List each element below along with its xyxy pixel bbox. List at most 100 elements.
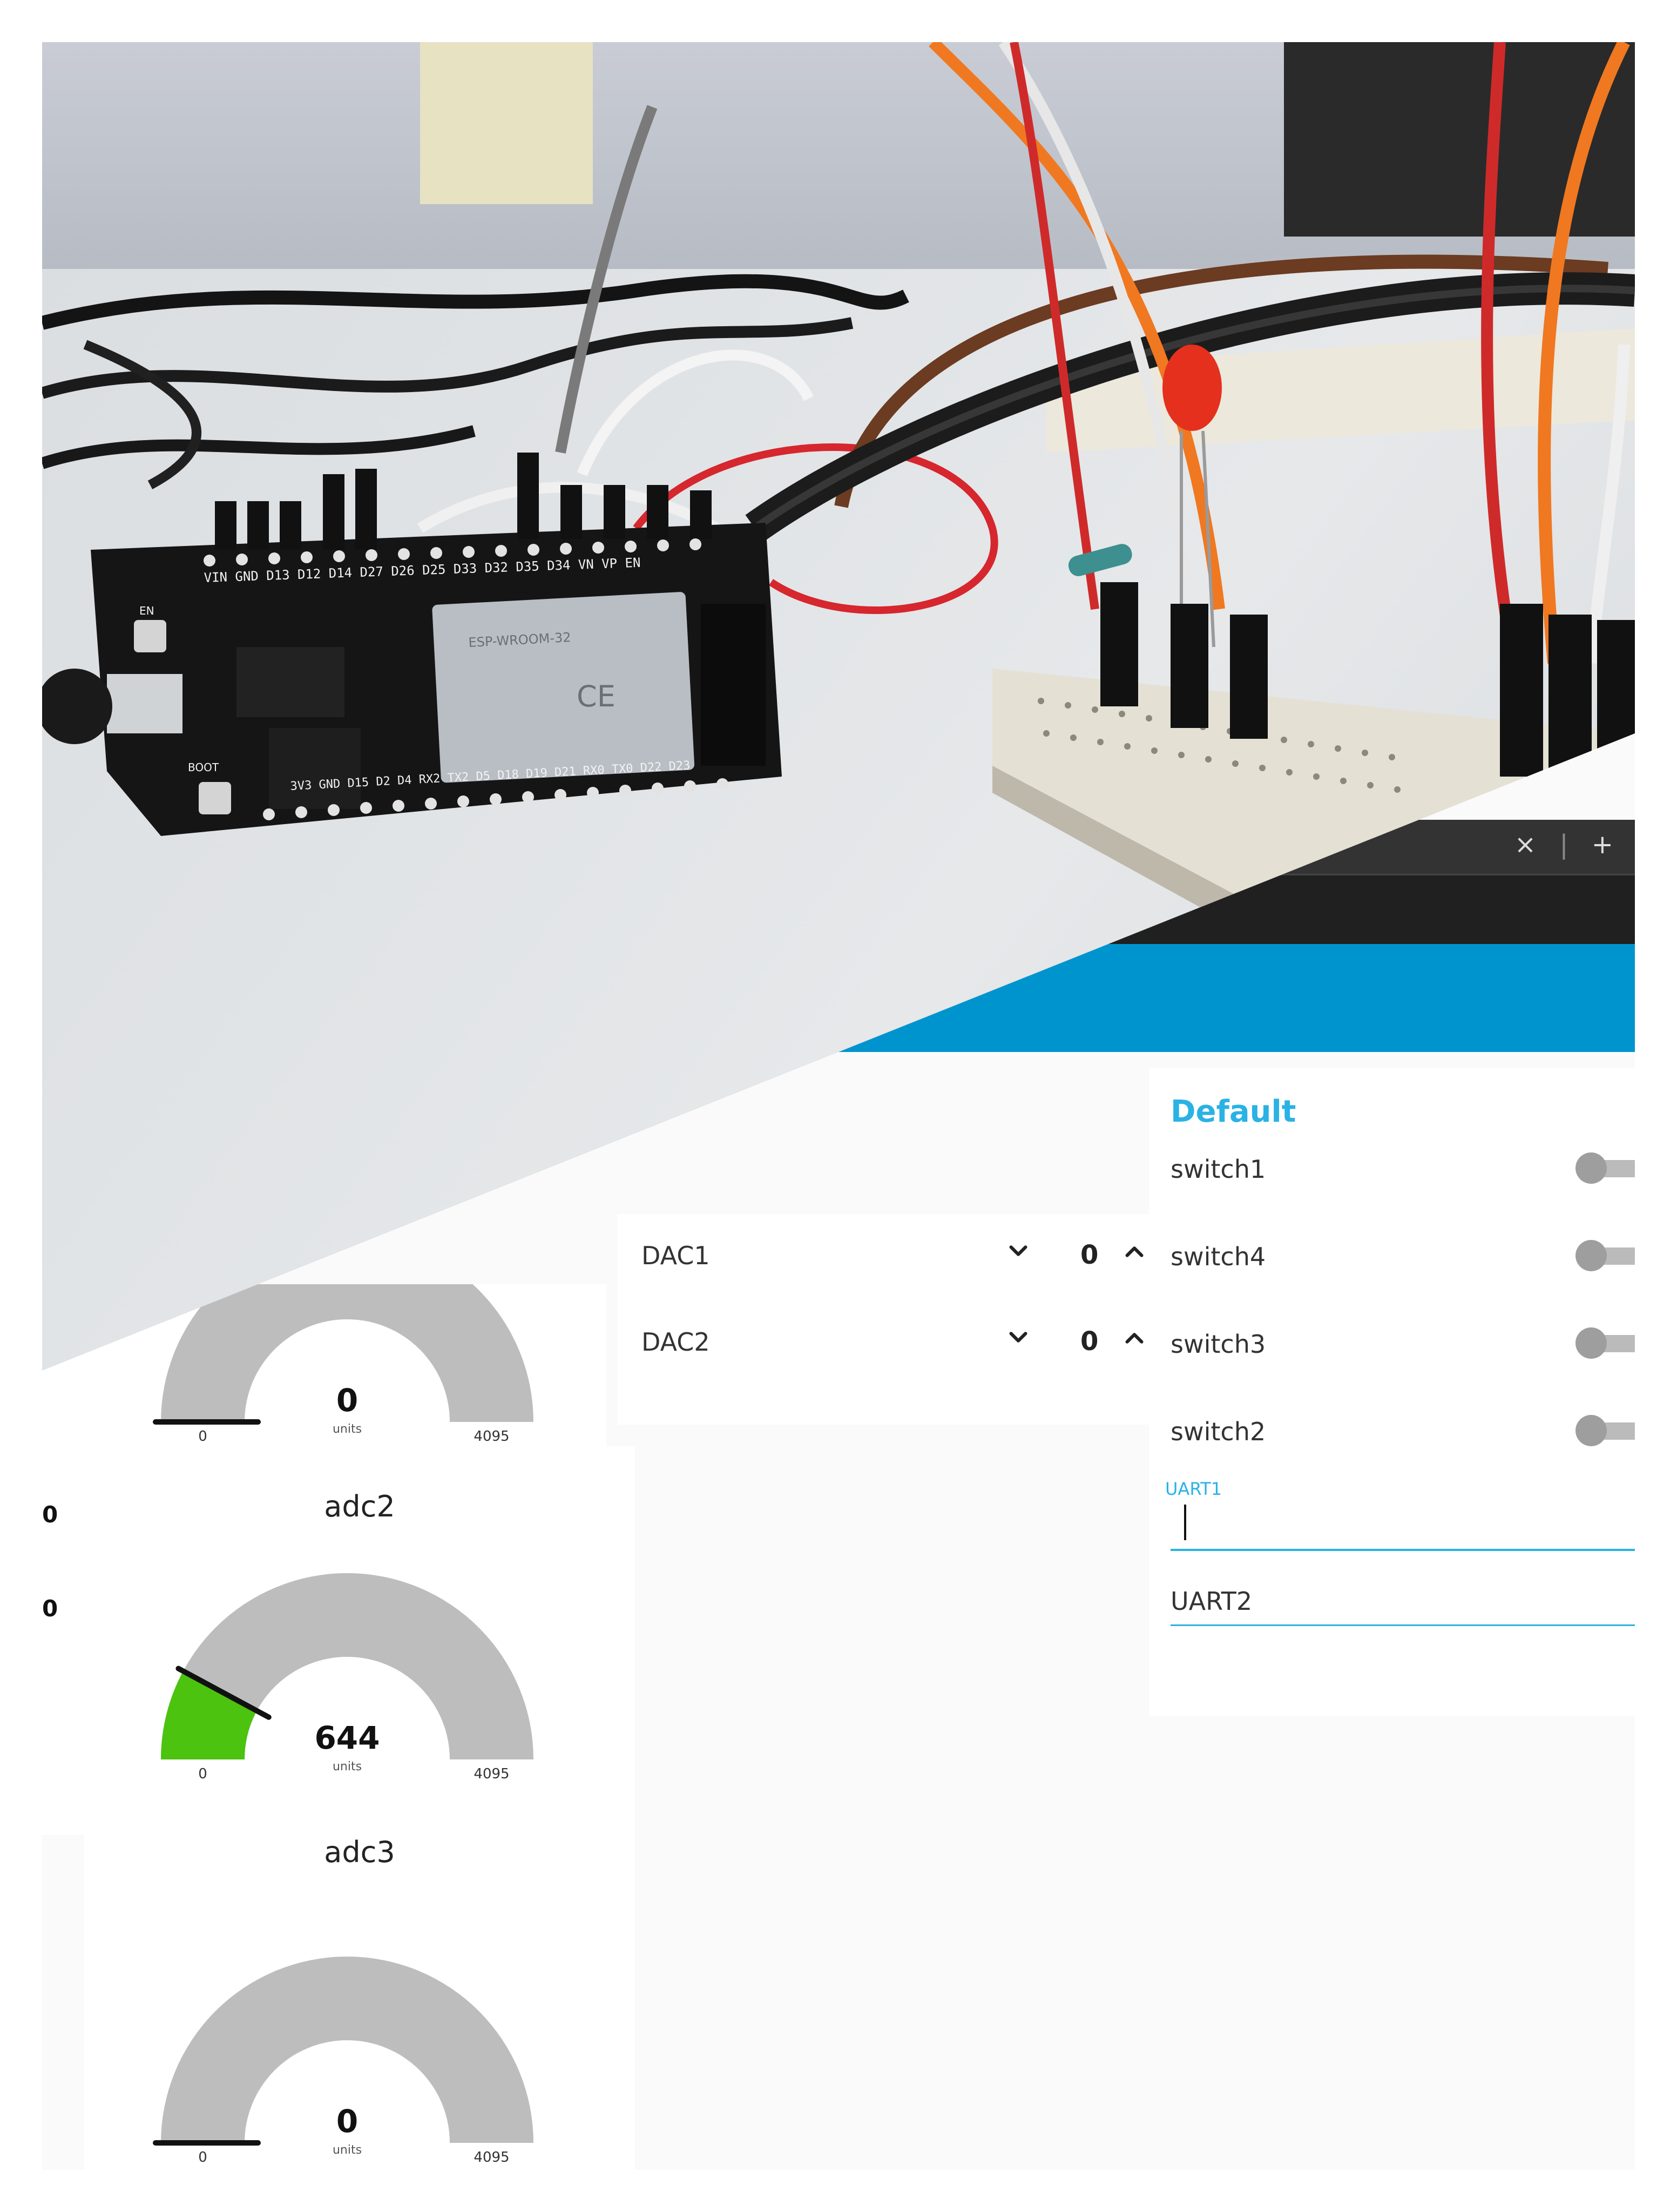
uart2-label: UART2: [1171, 1587, 1253, 1616]
switch-toggle[interactable]: [1575, 1415, 1635, 1446]
wall-outlet: [420, 42, 593, 204]
cable: [42, 425, 476, 469]
uart2-input[interactable]: UART2: [1171, 1587, 1635, 1657]
input-underline: [1171, 1549, 1635, 1551]
gauge-min: 0: [198, 1428, 207, 1445]
uart1-input[interactable]: UART1: [1165, 1479, 1635, 1554]
ce-mark: CE: [577, 679, 616, 713]
screenshot-frame: × | + DAC1 0 DAC2 0 Default: [42, 42, 1635, 2170]
gauge-max: 4095: [474, 2149, 509, 2166]
numeric-label: DAC2: [641, 1327, 710, 1357]
switch-toggle[interactable]: [1575, 1152, 1635, 1184]
gauge-adc1: 0 units 0 4095: [153, 1284, 533, 1445]
uart1-label: UART1: [1165, 1479, 1222, 1499]
resistor: [1068, 544, 1132, 576]
switch-label: switch4: [1171, 1242, 1266, 1271]
pin-holes: [204, 538, 728, 820]
wire-red: [633, 443, 998, 614]
tab-separator: |: [1559, 830, 1568, 860]
cable: [83, 340, 201, 489]
chevron-down-icon[interactable]: [1006, 1239, 1031, 1264]
gauge-fill: [161, 1671, 257, 1759]
numeric-value: 0: [1080, 1240, 1099, 1270]
gauge-card-adc3: adc3 0 units 0 4095: [84, 1797, 635, 2170]
jumper-header: [1500, 604, 1543, 777]
switch-label: switch3: [1171, 1330, 1266, 1359]
chevron-up-icon[interactable]: [1122, 1325, 1147, 1350]
switch-row-switch4[interactable]: switch4: [1149, 1215, 1635, 1301]
edge-value: 0: [42, 1595, 58, 1622]
wire-gray: [555, 105, 658, 454]
gauge-title: adc3: [324, 1835, 395, 1869]
gauge-units: units: [333, 2143, 362, 2157]
group-title: Default: [1171, 1094, 1296, 1129]
header-pins: [215, 453, 712, 550]
numeric-row-dac1: DAC1 0: [617, 1214, 1181, 1300]
new-tab-icon[interactable]: +: [1591, 830, 1613, 860]
wire-orange: [1538, 42, 1630, 664]
numeric-label: DAC1: [641, 1241, 710, 1270]
gauge-value: 644: [314, 1719, 380, 1756]
jumper-header: [1230, 615, 1268, 739]
jumper-header: [1171, 604, 1208, 728]
gauge-track: [161, 1956, 533, 2143]
breadboard-holes: [1038, 698, 1401, 793]
switch-row-switch1[interactable]: switch1: [1149, 1128, 1635, 1214]
voltage-regulator: [236, 647, 344, 717]
en-label: EN: [139, 604, 154, 617]
gauge-value: 0: [336, 2103, 358, 2140]
led-leg: [1201, 430, 1215, 648]
esp32-module: [432, 592, 695, 783]
cable-highlight: [752, 285, 1635, 531]
input-underline: [1171, 1624, 1635, 1626]
switch-row-switch2[interactable]: switch2: [1149, 1390, 1635, 1476]
gauge-track: [161, 1284, 533, 1422]
jumper-header: [1100, 582, 1138, 706]
usb-cable: [42, 669, 112, 744]
default-group-card: Default switch1 switch4 switch3 switch2 …: [1149, 1068, 1635, 1716]
wire-white: [577, 349, 814, 476]
breadboard-edge: [992, 766, 1257, 939]
text-cursor: [1184, 1505, 1186, 1540]
chevron-up-icon[interactable]: [1122, 1239, 1147, 1264]
gauge-adc2: 644 units 0 4095: [161, 1573, 533, 1782]
red-led: [1162, 345, 1222, 431]
gauge-card-adc2: adc2 644 units 0 4095: [84, 1446, 635, 1797]
switch-toggle[interactable]: [1575, 1240, 1635, 1271]
usb-uart-chip: [269, 728, 361, 809]
cable: [42, 317, 854, 399]
wire-red: [1010, 42, 1099, 610]
gauge-units: units: [333, 1760, 362, 1773]
cable: [42, 274, 909, 330]
switch-label: switch1: [1171, 1155, 1266, 1184]
gauge-units: units: [333, 1422, 362, 1436]
gauge-title: adc2: [324, 1489, 395, 1523]
edge-value: 0: [42, 1501, 58, 1528]
gauge-min: 0: [198, 1766, 207, 1782]
gauge-adc3: 0 units 0 4095: [153, 1956, 533, 2166]
wire-red: [1481, 42, 1517, 648]
antenna-area: [701, 604, 766, 766]
numeric-value: 0: [1080, 1326, 1099, 1357]
close-tab-icon[interactable]: ×: [1514, 830, 1537, 860]
wire-brown: [834, 254, 1608, 508]
chevron-down-icon[interactable]: [1006, 1325, 1031, 1350]
gauge-max: 4095: [474, 1428, 509, 1445]
boot-button: [199, 782, 231, 814]
switch-label: switch2: [1171, 1417, 1266, 1446]
switch-toggle[interactable]: [1575, 1327, 1635, 1359]
monitor-dark: [1284, 42, 1635, 237]
boot-label: BOOT: [188, 761, 219, 774]
gauge-max: 4095: [474, 1766, 509, 1782]
gauge-value: 0: [336, 1382, 358, 1419]
dac-group-card: DAC1 0 DAC2 0: [617, 1214, 1181, 1425]
numeric-row-dac2: DAC2 0: [617, 1300, 1181, 1387]
wire-white: [998, 42, 1192, 583]
tab-controls: × | +: [1499, 830, 1613, 860]
wire-white: [1586, 344, 1630, 664]
en-button: [134, 620, 166, 652]
gauge-needle: [175, 1665, 272, 1720]
gauge-min: 0: [198, 2149, 207, 2166]
switch-row-switch3[interactable]: switch3: [1149, 1303, 1635, 1389]
left-edge-card: 0 0: [42, 1457, 84, 1835]
